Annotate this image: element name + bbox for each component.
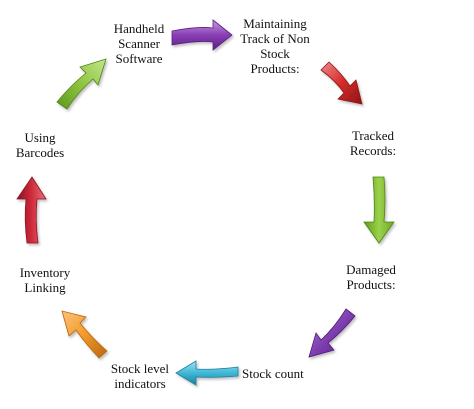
node-label-line: Stock bbox=[260, 46, 290, 61]
node-label-line: Products: bbox=[346, 277, 396, 292]
node-label-line: Handheld bbox=[113, 21, 165, 36]
node-label-line: Maintaining bbox=[243, 16, 307, 31]
node-label-line: Scanner bbox=[118, 36, 160, 51]
node-label-line: Products: bbox=[250, 61, 300, 76]
node-stock-level-indicators: Stock level indicators bbox=[104, 361, 176, 391]
node-damaged-products: Damaged Products: bbox=[334, 262, 408, 292]
arrow-maintaining-to-tracked bbox=[320, 61, 363, 105]
arrow-handheld-to-maintaining bbox=[171, 19, 233, 51]
node-label-line: Barcodes bbox=[15, 145, 65, 160]
node-inventory-linking: Inventory Linking bbox=[12, 265, 78, 295]
node-label-line: indicators bbox=[114, 376, 166, 391]
node-handheld-scanner-software: Handheld Scanner Software bbox=[104, 21, 174, 66]
node-label-line: Stock count bbox=[242, 366, 304, 381]
node-using-barcodes: Using Barcodes bbox=[8, 130, 72, 160]
arrow-stockcount-to-stocklevel bbox=[175, 360, 239, 386]
node-label-line: Inventory bbox=[19, 265, 71, 280]
node-label-line: Damaged bbox=[346, 262, 396, 277]
arrow-stocklevel-to-inventory bbox=[61, 310, 108, 359]
node-label-line: Records: bbox=[349, 143, 397, 158]
node-label-line: Tracked bbox=[351, 128, 395, 143]
arrow-damaged-to-stockcount bbox=[308, 308, 356, 358]
node-label-line: Stock level bbox=[110, 361, 170, 376]
node-label-line: Software bbox=[115, 51, 163, 66]
node-label-line: Using bbox=[24, 130, 56, 145]
arrow-tracked-to-damaged bbox=[363, 176, 395, 244]
node-stock-count: Stock count bbox=[242, 366, 316, 381]
node-label-line: Linking bbox=[24, 280, 66, 295]
node-tracked-records: Tracked Records: bbox=[340, 128, 406, 158]
node-label-line: Track of Non bbox=[240, 31, 310, 46]
arrow-inventory-to-barcodes bbox=[16, 176, 47, 244]
arrow-barcodes-to-handheld bbox=[56, 58, 107, 110]
node-maintaining-track: Maintaining Track of Non Stock Products: bbox=[232, 16, 318, 76]
